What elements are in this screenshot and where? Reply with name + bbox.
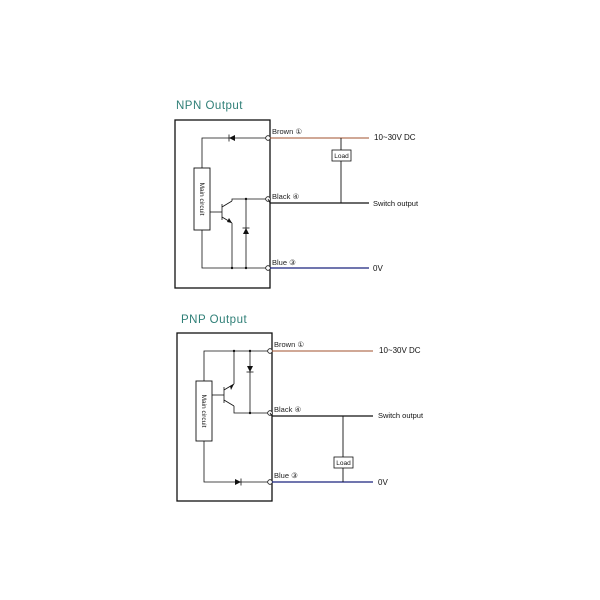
npn-label-brown: Brown ① bbox=[272, 127, 302, 136]
pnp-diode-icon bbox=[235, 479, 241, 485]
npn-zener-icon bbox=[243, 228, 249, 234]
npn-terminal-blue bbox=[265, 265, 271, 271]
npn-right-label-0v: 0V bbox=[373, 264, 383, 273]
pnp-terminal-blue bbox=[267, 479, 273, 485]
pnp-zener-icon bbox=[247, 366, 253, 372]
pnp-label-black: Black ④ bbox=[274, 405, 301, 414]
pnp-sensor-box bbox=[176, 332, 273, 502]
npn-title: NPN Output bbox=[176, 100, 243, 112]
npn-load-box bbox=[331, 149, 352, 162]
pnp-label-blue: Blue ③ bbox=[274, 471, 298, 480]
pnp-load-box bbox=[333, 456, 354, 469]
pnp-diagram: PNP Output Main circuit bbox=[176, 314, 424, 502]
npn-main-circuit-label: Main circuit bbox=[198, 183, 205, 216]
npn-right-label-supply: 10~30V DC bbox=[374, 133, 416, 142]
npn-label-blue: Blue ③ bbox=[272, 258, 296, 267]
npn-load-label: Load bbox=[334, 153, 349, 160]
pnp-terminal-brown bbox=[267, 348, 273, 354]
npn-label-black: Black ④ bbox=[272, 192, 299, 201]
pnp-right-label-supply: 10~30V DC bbox=[379, 346, 421, 355]
pnp-title: PNP Output bbox=[181, 314, 247, 326]
pnp-label-brown: Brown ① bbox=[274, 340, 304, 349]
pnp-main-circuit-label: Main circuit bbox=[200, 395, 207, 428]
npn-sensor-box bbox=[174, 119, 271, 289]
pnp-right-label-output: Switch output bbox=[378, 411, 424, 420]
npn-terminal-brown bbox=[265, 135, 271, 141]
npn-right-label-output: Switch output bbox=[373, 199, 419, 208]
npn-diode-icon bbox=[229, 135, 235, 141]
pnp-load-label: Load bbox=[336, 460, 351, 467]
npn-diagram: NPN Output Main circuit bbox=[174, 100, 419, 289]
pnp-right-label-0v: 0V bbox=[378, 478, 388, 487]
